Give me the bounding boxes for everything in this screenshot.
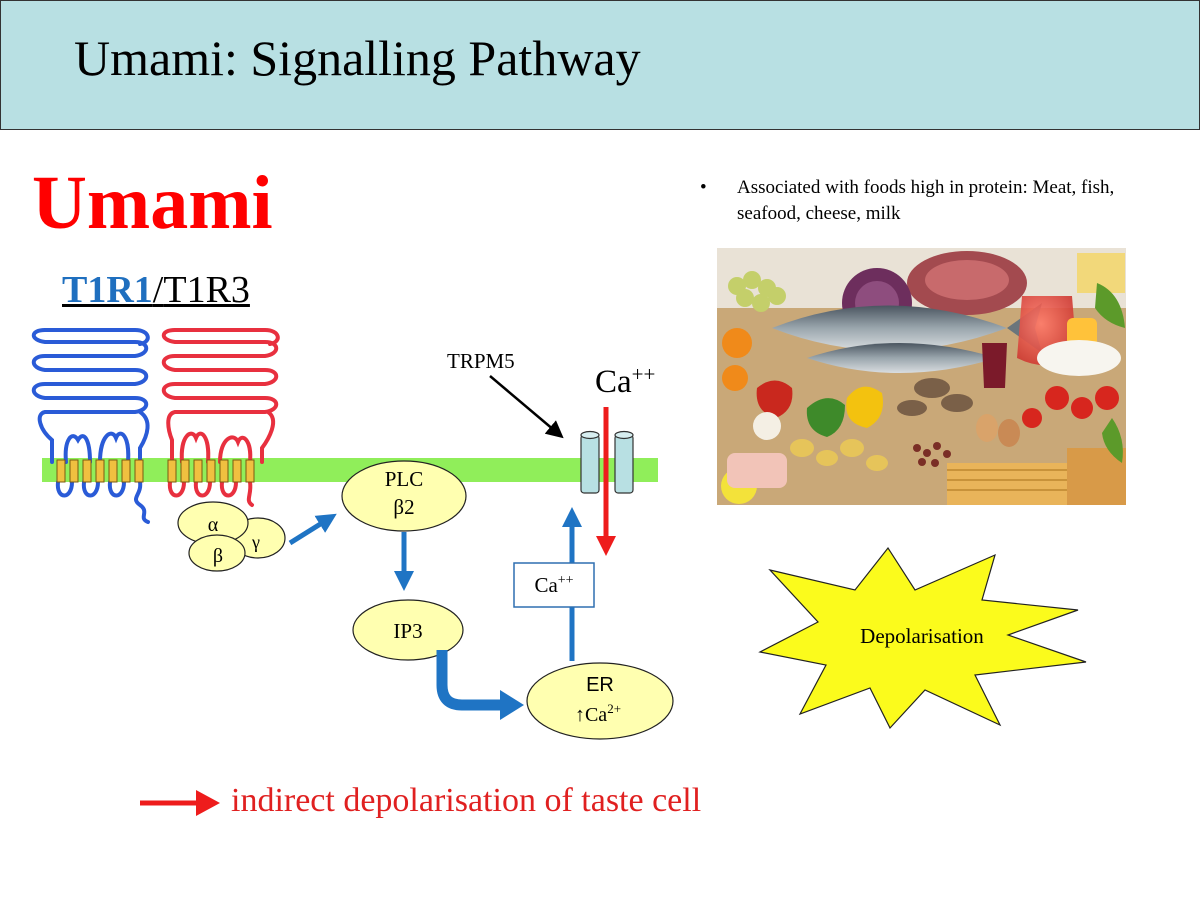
calcium-influx-label: Ca++ bbox=[595, 362, 655, 400]
transmembrane-helices bbox=[56, 459, 255, 483]
er-calcium-label: ↑Ca2+ bbox=[575, 701, 621, 726]
trpm5-channel-left bbox=[580, 434, 600, 494]
trpm5-channel-left-top bbox=[580, 430, 600, 440]
er-node bbox=[526, 662, 674, 740]
g-beta-label: β bbox=[213, 545, 223, 567]
g-alpha-label: α bbox=[208, 514, 219, 536]
title-bar: Umami: Signalling Pathway bbox=[0, 0, 1200, 130]
arrow-ip3-to-er bbox=[436, 650, 502, 711]
er-label: ER bbox=[586, 674, 614, 696]
g-beta-subunit bbox=[188, 534, 246, 572]
t1r3-receptor bbox=[161, 328, 280, 507]
trpm5-channel-right-top bbox=[614, 430, 634, 440]
arrow-ip3-to-er-head bbox=[500, 690, 524, 720]
receptor-separator: / bbox=[152, 269, 164, 311]
plc-label: PLC bbox=[385, 467, 424, 491]
calcium-box-label: Ca++ bbox=[534, 573, 573, 597]
t1r1-receptor bbox=[31, 328, 150, 524]
plc-beta2-label: β2 bbox=[393, 495, 414, 519]
protein-foods-photo bbox=[717, 248, 1126, 505]
slide-title: Umami: Signalling Pathway bbox=[74, 30, 641, 86]
trpm5-channel-right bbox=[614, 434, 634, 494]
depolarisation-starburst bbox=[758, 546, 1087, 730]
receptor-label: T1R1/T1R3 bbox=[62, 268, 250, 312]
calcium-box bbox=[513, 562, 595, 608]
ip3-label: IP3 bbox=[393, 619, 422, 643]
receptor-t1r3-label: T1R3 bbox=[163, 269, 250, 311]
trpm5-label: TRPM5 bbox=[447, 349, 515, 373]
umami-heading: Umami bbox=[32, 161, 273, 245]
trpm5-pointer-arrow bbox=[489, 375, 564, 439]
footer-conclusion: indirect depolarisation of taste cell bbox=[231, 782, 702, 819]
arrow-g-to-plc bbox=[288, 513, 337, 546]
depolarisation-label: Depolarisation bbox=[860, 624, 984, 648]
ip3-node bbox=[352, 599, 464, 661]
bullet-list: Associated with foods high in protein: M… bbox=[700, 175, 1140, 227]
receptor-t1r1-label: T1R1 bbox=[62, 269, 153, 311]
bullet-item: Associated with foods high in protein: M… bbox=[700, 175, 1140, 227]
plc-beta2-node bbox=[341, 460, 467, 532]
footer-arrow-icon bbox=[140, 790, 220, 816]
g-gamma-label: γ bbox=[251, 532, 260, 552]
